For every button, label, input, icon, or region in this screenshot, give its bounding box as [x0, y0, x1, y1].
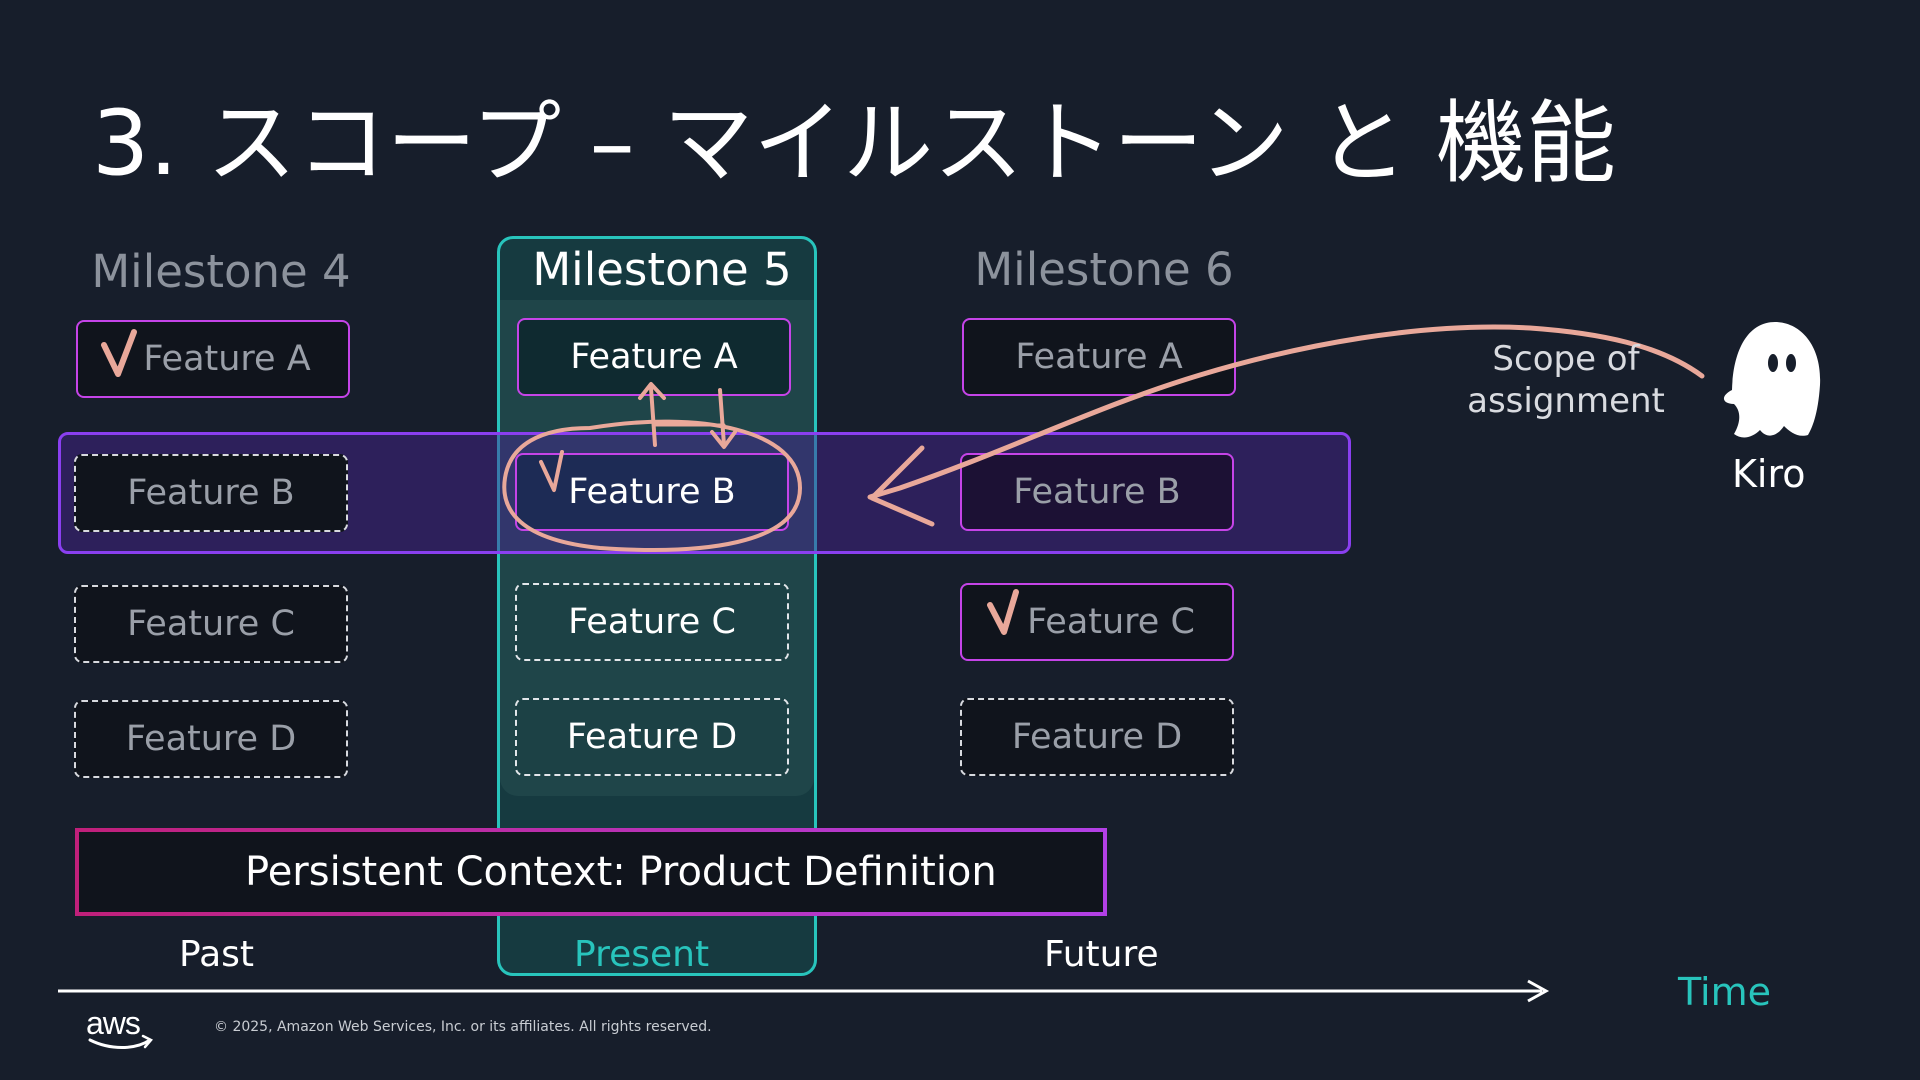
- highlight-circle: [504, 422, 800, 550]
- up-arrow-icon: [651, 388, 655, 445]
- kiro-note: Scope of assignment: [1466, 338, 1666, 422]
- kiro-name: Kiro: [1732, 452, 1806, 496]
- check-icon-m6-c: [990, 592, 1016, 632]
- check-icon-m5-b: [541, 452, 562, 490]
- kiro-note-line1: Scope of: [1466, 338, 1666, 380]
- aws-logo: aws: [86, 1005, 140, 1042]
- check-icon-m4-a: [104, 332, 134, 374]
- kiro-ghost-icon: [1724, 322, 1820, 437]
- kiro-note-line2: assignment: [1466, 380, 1666, 422]
- down-arrow-icon: [720, 390, 724, 445]
- copyright-text: © 2025, Amazon Web Services, Inc. or its…: [214, 1019, 712, 1035]
